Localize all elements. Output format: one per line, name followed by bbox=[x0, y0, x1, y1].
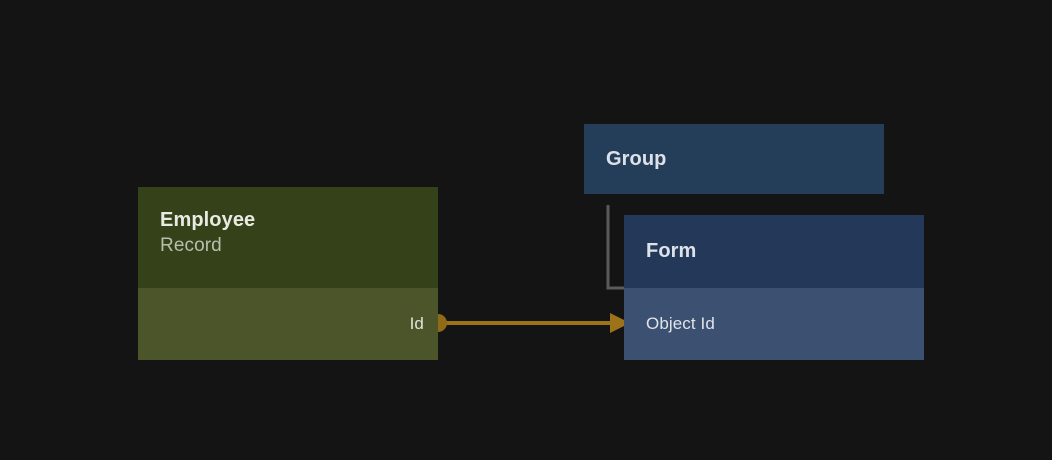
node-group-header: Group bbox=[584, 124, 884, 194]
node-employee[interactable]: Employee Record Id bbox=[138, 187, 438, 360]
node-employee-header: Employee Record bbox=[138, 187, 438, 288]
node-employee-subtitle: Record bbox=[160, 235, 222, 256]
node-group-title: Group bbox=[606, 147, 667, 170]
node-form-header: Form bbox=[624, 215, 924, 288]
node-form[interactable]: Form Object Id bbox=[624, 215, 924, 360]
node-employee-field-row[interactable]: Id bbox=[138, 288, 438, 360]
node-form-title: Form bbox=[646, 240, 697, 262]
node-form-field-row[interactable]: Object Id bbox=[624, 288, 924, 360]
node-group[interactable]: Group bbox=[584, 124, 884, 194]
node-employee-field-label-id: Id bbox=[409, 314, 424, 333]
node-form-field-label-object-id: Object Id bbox=[646, 314, 715, 333]
node-employee-title: Employee bbox=[160, 209, 256, 231]
